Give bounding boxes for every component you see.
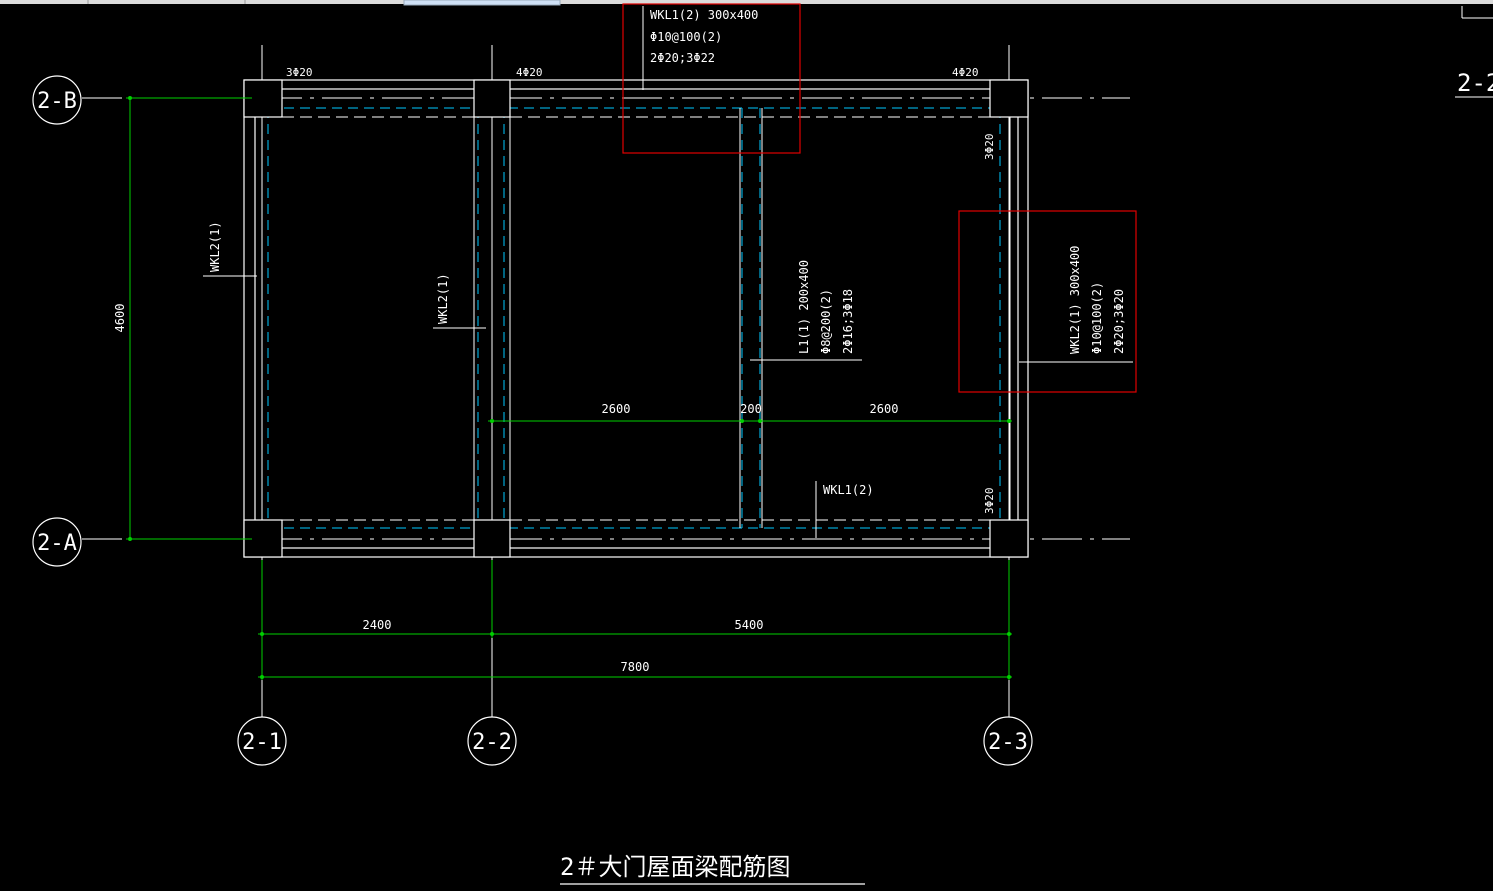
axis-bubbles	[32, 75, 1033, 766]
drawing-title: 2＃大门屋面梁配筋图	[560, 853, 790, 881]
axis-bubble-2-3	[983, 716, 1033, 766]
dimension-texts: 4600 2400 5400 7800 2600 200 2600	[113, 304, 898, 674]
wkl1-top-stirrup: Φ10@100(2)	[650, 30, 722, 44]
wkl1-top-bars: 2Φ20;3Φ22	[650, 51, 715, 65]
wkl2-right-stirrup: Φ10@100(2)	[1090, 282, 1104, 354]
l1-mid-bars: 2Φ16;3Φ18	[841, 289, 855, 354]
wkl1-top-name: WKL1(2) 300x400	[650, 8, 758, 22]
wkl2-mid-tag: WKL2(1)	[436, 273, 450, 324]
column-2B-2	[473, 79, 511, 118]
dim-inner-mid: 200	[740, 402, 762, 416]
active-tab[interactable]	[403, 0, 561, 6]
dimension-lines	[126, 97, 1012, 680]
top-tab-strip[interactable]	[0, 0, 1493, 6]
inner-beam-edges	[261, 108, 1011, 528]
wkl2-left-tag: WKL2(1)	[208, 221, 222, 272]
axis-label-2-3: 2-3	[988, 730, 1028, 755]
rebar-right-bottom: 3Φ20	[983, 488, 996, 515]
axis-label-partial: 2-2	[1457, 69, 1493, 97]
outer-beam-edge	[243, 79, 1029, 558]
axis-bubble-2-2	[467, 716, 517, 766]
axis-centerlines	[82, 97, 1130, 540]
dim-height-total: 4600	[113, 304, 127, 333]
wkl2-right-name: WKL2(1) 300x400	[1068, 246, 1082, 354]
l1-mid-name: L1(1) 200x400	[797, 260, 811, 354]
column-2A-2	[473, 519, 511, 558]
highlight-box-wkl1[interactable]	[622, 3, 801, 154]
partial-right-marker: 2-2	[1455, 6, 1493, 98]
dim-inner-right: 2600	[870, 402, 899, 416]
rebar-right-top: 3Φ20	[983, 134, 996, 161]
column-2B-3	[989, 79, 1029, 118]
beam-outlines	[243, 79, 1029, 558]
dim-inner-left: 2600	[602, 402, 631, 416]
rebar-top-left: 3Φ20	[286, 66, 313, 79]
axis-bubble-2B	[32, 75, 82, 125]
axis-label-2-2: 2-2	[472, 730, 512, 755]
highlight-boxes[interactable]	[622, 3, 1137, 393]
rebar-top-mid: 4Φ20	[516, 66, 543, 79]
wkl1-bottom-tag: WKL1(2)	[823, 483, 874, 497]
rebar-top-right: 4Φ20	[952, 66, 979, 79]
highlight-box-wkl2[interactable]	[958, 210, 1137, 393]
axis-label-2-1: 2-1	[242, 730, 282, 755]
dim-bay-1: 2400	[363, 618, 392, 632]
wkl2-right-bars: 2Φ20;3Φ20	[1112, 289, 1126, 354]
dim-overall: 7800	[621, 660, 650, 674]
beam-callouts: WKL1(2) 300x400 Φ10@100(2) 2Φ20;3Φ22 WKL…	[208, 8, 1126, 497]
outer-beam-inner-edge	[254, 88, 1019, 549]
dimension-ticks	[128, 96, 1011, 679]
tab-strip-bar	[0, 0, 1493, 4]
rebar-labels: 3Φ20 4Φ20 4Φ20 3Φ20 3Φ20	[286, 66, 996, 514]
hidden-beam-lines	[267, 107, 1001, 529]
axis-label-2A: 2-A	[37, 531, 77, 556]
l1-mid-stirrup: Φ8@200(2)	[819, 289, 833, 354]
axis-labels: 2-B 2-A 2-1 2-2 2-3	[37, 89, 1028, 755]
axis-bubble-2-1	[237, 716, 287, 766]
column-2A-3	[989, 519, 1029, 558]
leader-lines	[203, 6, 1133, 538]
axis-label-2B: 2-B	[37, 89, 77, 114]
axis-bubble-2A	[32, 517, 82, 567]
dim-bay-2: 5400	[735, 618, 764, 632]
